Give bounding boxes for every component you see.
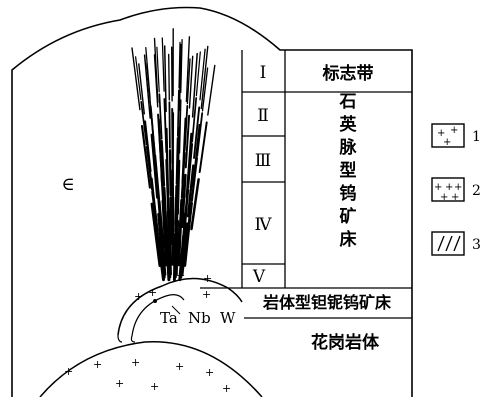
- quartz-veins: [132, 29, 215, 280]
- svg-text:+: +: [148, 286, 157, 299]
- quartz-vein-deposit-label: 石 英 脉 型 钨 矿 床: [339, 92, 358, 250]
- zone-table: [200, 50, 412, 318]
- svg-text:矿: 矿: [340, 206, 357, 227]
- legend-number-2: 2: [472, 183, 481, 199]
- svg-text:床: 床: [340, 229, 358, 250]
- svg-text:+: +: [176, 269, 185, 282]
- svg-text:+: +: [203, 272, 212, 285]
- svg-text:+: +: [64, 365, 73, 378]
- quartz-vein-segment: [176, 221, 177, 274]
- quartz-vein-segment: [169, 102, 170, 148]
- zone-numeral-3: Ⅲ: [255, 151, 271, 171]
- svg-text:石: 石: [339, 92, 357, 112]
- element-ta: Ta: [160, 309, 178, 327]
- quartz-vein-segment: [178, 161, 179, 214]
- legend-item-2: + + + + + 2: [432, 178, 481, 203]
- marker-zone-label: 标志带: [323, 63, 374, 84]
- svg-text:+: +: [150, 380, 159, 393]
- legend-item-3: 3: [432, 232, 481, 255]
- svg-text:+: +: [175, 360, 184, 373]
- zone-numeral-1: Ⅰ: [260, 63, 267, 83]
- svg-text:+: +: [115, 377, 124, 390]
- svg-text:脉: 脉: [339, 137, 358, 158]
- rock-body-deposit-label: 岩体型钽铌钨矿床: [262, 293, 392, 312]
- svg-text:+: +: [93, 358, 102, 371]
- legend-number-1: 1: [472, 129, 481, 145]
- element-w: W: [220, 309, 236, 327]
- quartz-vein-segment: [179, 100, 180, 153]
- zone-numeral-4: Ⅳ: [255, 215, 273, 235]
- svg-text:型: 型: [340, 160, 357, 181]
- quartz-vein-segment: [170, 150, 171, 196]
- svg-text:+: +: [443, 137, 451, 148]
- svg-text:+: +: [205, 366, 214, 379]
- svg-text:+: +: [451, 192, 459, 203]
- granite-body-crosses: + + + + + + + +: [64, 356, 231, 395]
- legend: + + + 1 + + + + + 2 3: [432, 124, 481, 255]
- quartz-vein-segment: [169, 54, 170, 100]
- svg-text:英: 英: [340, 114, 358, 135]
- granite-label: 花岗岩体: [311, 332, 380, 353]
- zone-numeral-2: Ⅱ: [257, 106, 269, 126]
- svg-text:+: +: [440, 192, 448, 203]
- quartz-vein-segment: [208, 65, 215, 115]
- legend-item-1: + + + 1: [432, 124, 481, 148]
- svg-text:+: +: [202, 288, 211, 301]
- strata-symbol: ∈: [61, 174, 74, 195]
- zone-numeral-5: Ⅴ: [252, 267, 266, 287]
- legend-number-3: 3: [472, 237, 481, 253]
- mineral-dot: [153, 299, 157, 303]
- element-nb: Nb: [188, 309, 211, 327]
- quartz-vein-segment: [162, 38, 164, 91]
- svg-text:+: +: [134, 290, 143, 303]
- svg-text:钨: 钨: [340, 183, 357, 204]
- svg-text:+: +: [222, 382, 231, 395]
- quartz-vein-segment: [171, 198, 172, 244]
- svg-text:+: +: [131, 356, 140, 369]
- svg-text:+: +: [450, 125, 458, 136]
